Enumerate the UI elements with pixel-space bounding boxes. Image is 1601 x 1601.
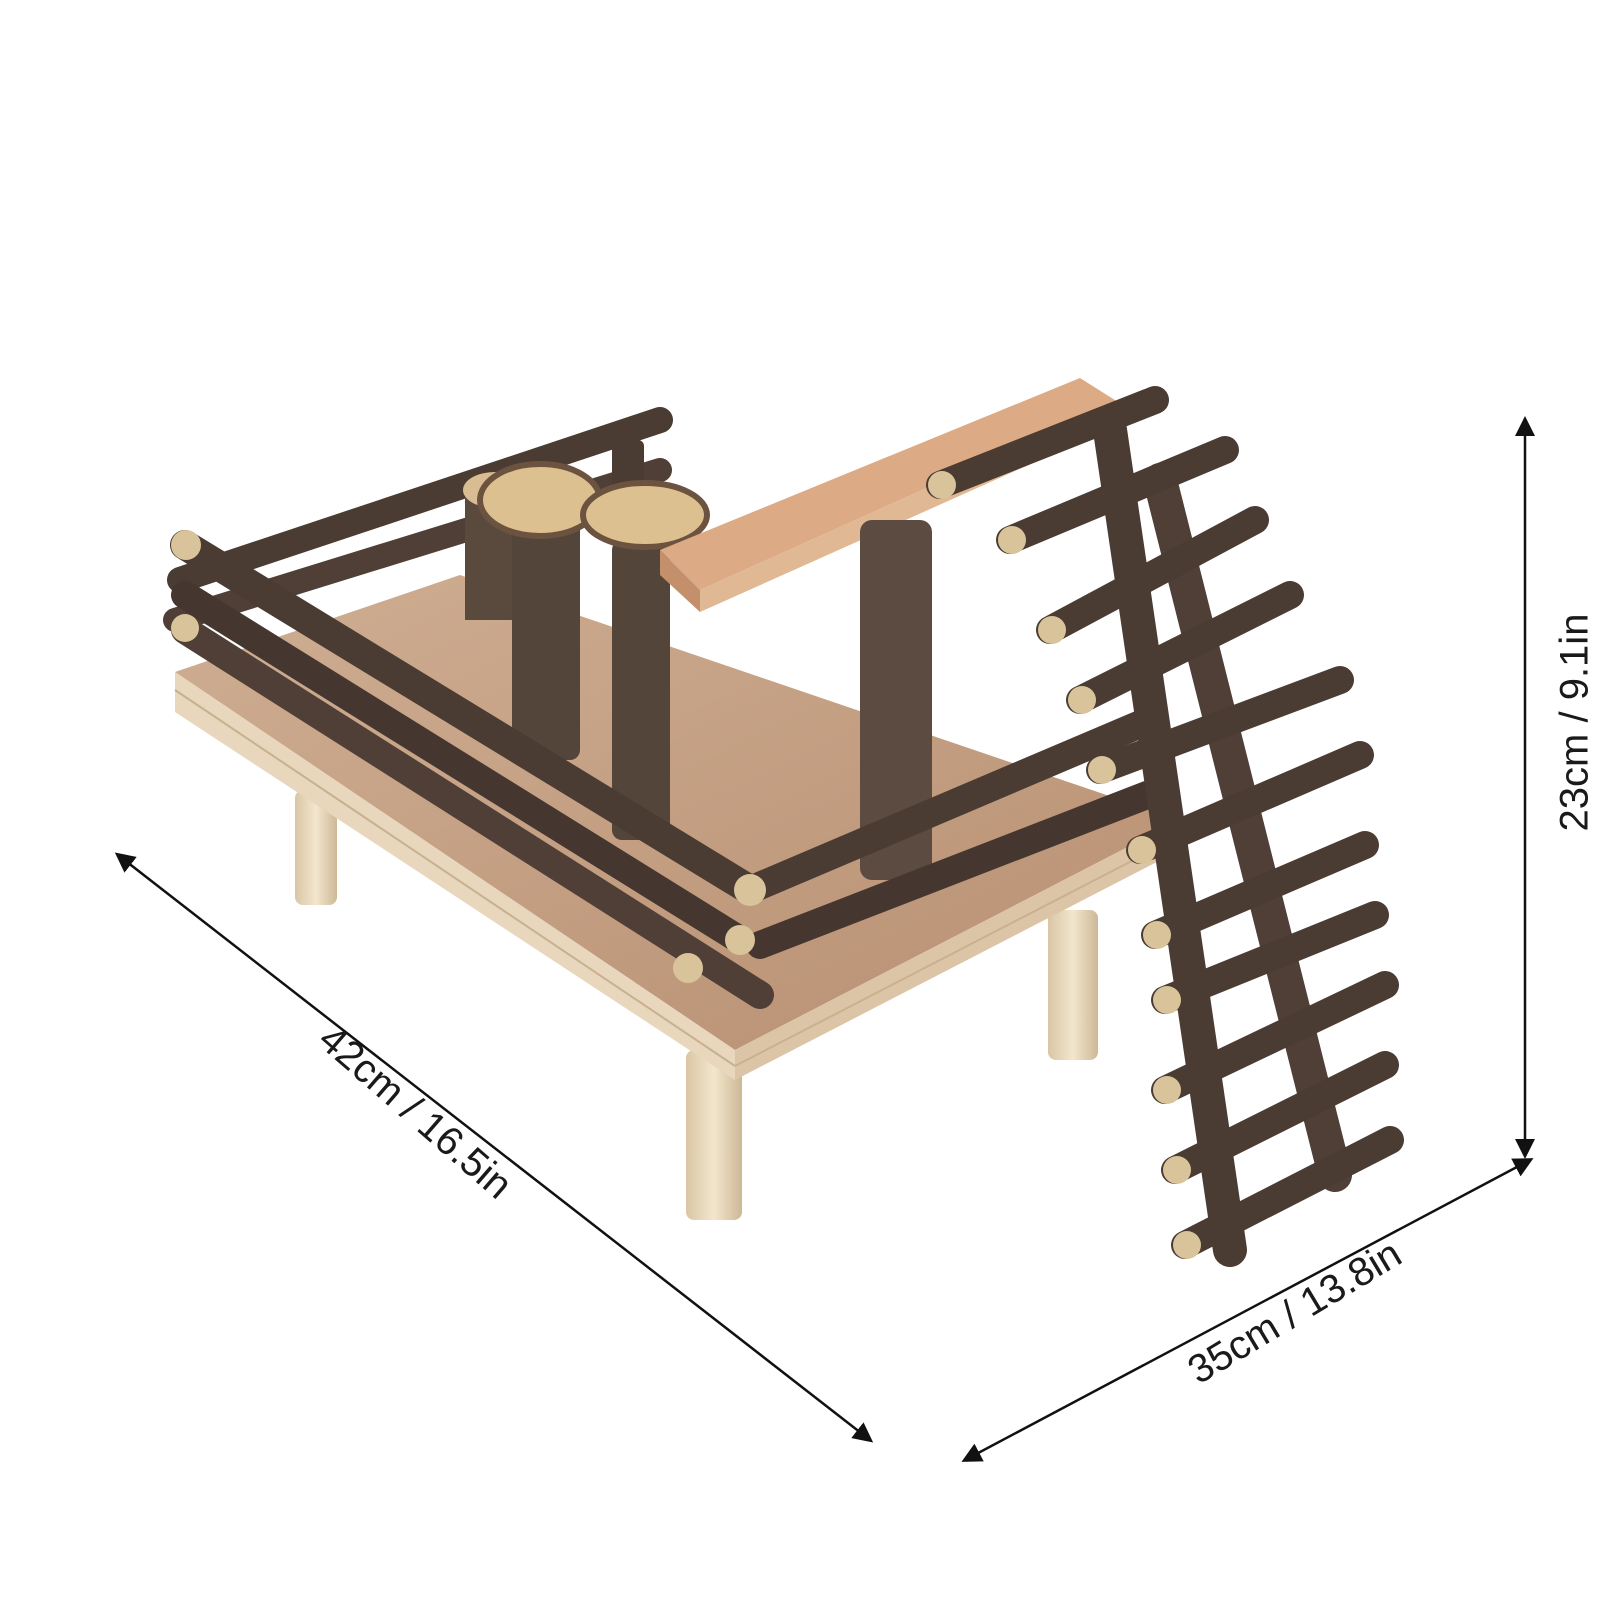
ladder-rail-right <box>1143 463 1352 1192</box>
front-rail-top <box>170 530 765 905</box>
stool-left-leg <box>512 520 580 760</box>
length-arrow <box>114 852 874 1443</box>
height-label: 23cm / 9.1in <box>1552 613 1597 832</box>
stool-right-leg <box>612 540 670 840</box>
stools <box>463 461 710 840</box>
dimension-arrows <box>114 416 1535 1462</box>
plank-top <box>660 378 1118 590</box>
stool-right-top <box>580 480 710 550</box>
width-arrow <box>961 1158 1534 1462</box>
stool-left-top <box>477 461 603 539</box>
plank-post <box>860 520 932 880</box>
leg-back-right <box>1048 910 1098 1060</box>
